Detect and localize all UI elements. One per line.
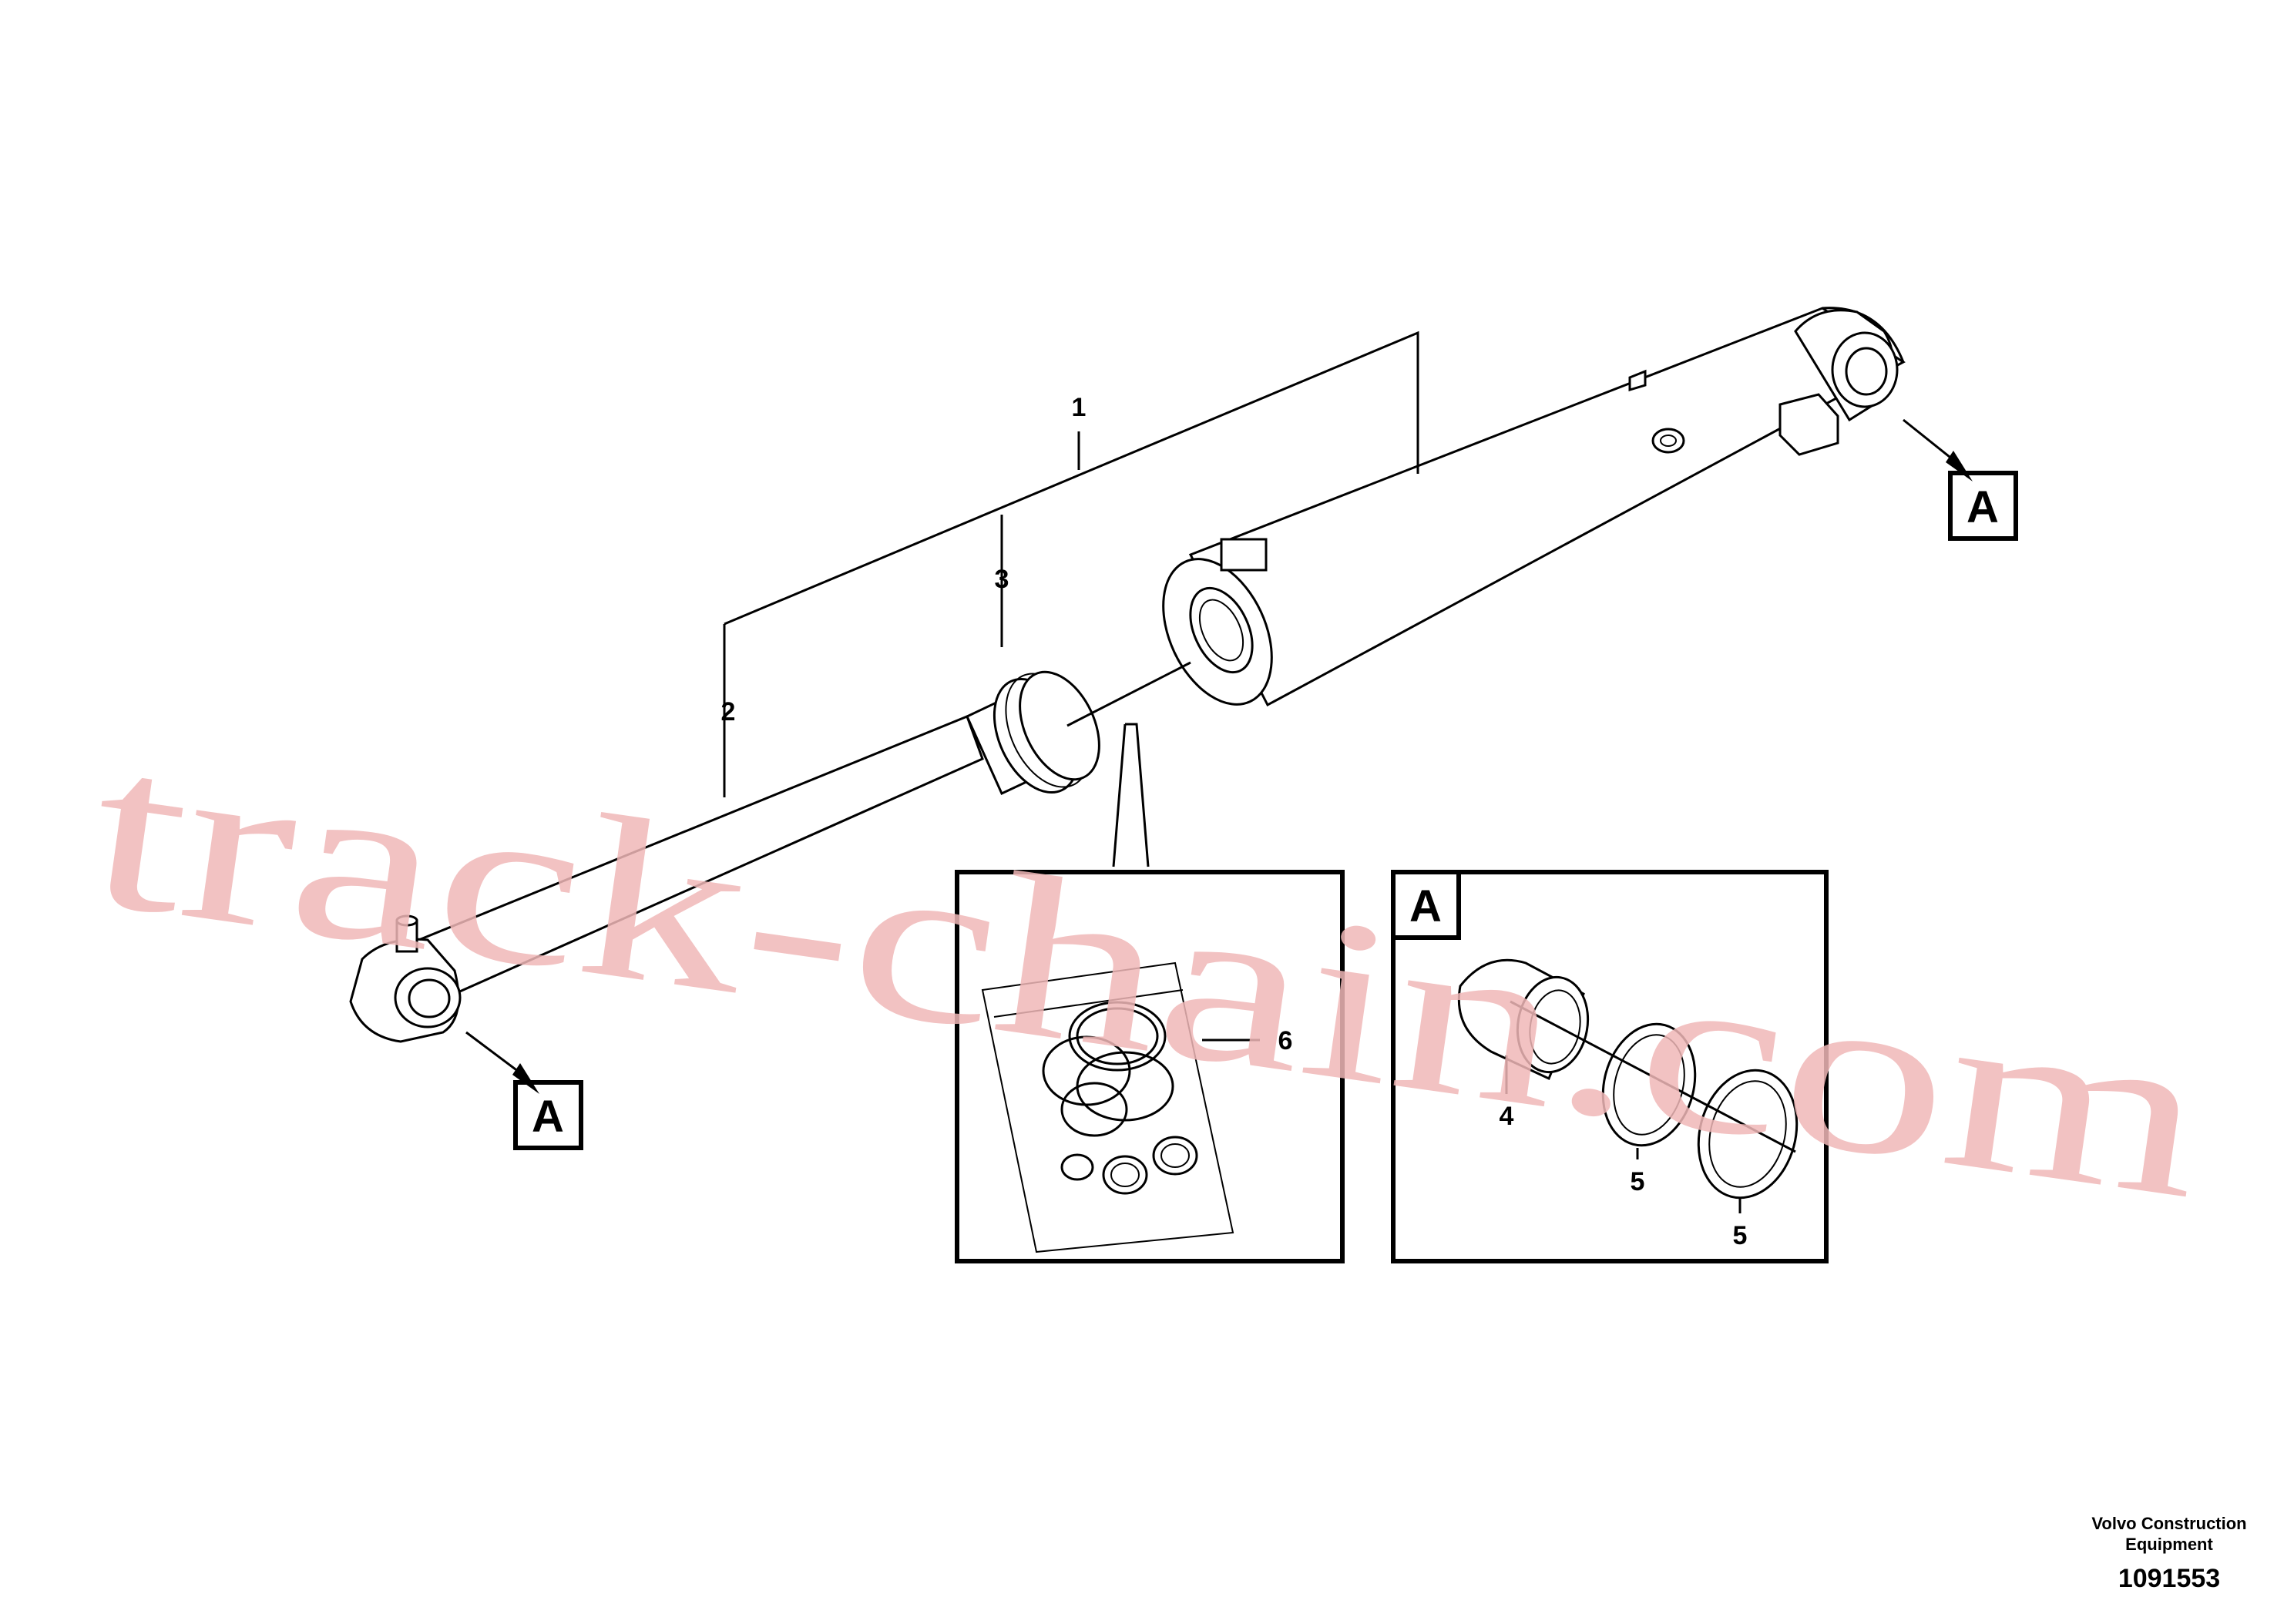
view-ref-detail-box: A xyxy=(1409,881,1442,931)
view-a-detail xyxy=(1391,870,1829,1263)
callout-5b: 5 xyxy=(1733,1221,1748,1250)
company-name-line2: Equipment xyxy=(2125,1535,2213,1554)
callout-6: 6 xyxy=(1278,1026,1293,1055)
company-name-line1: Volvo Construction xyxy=(2091,1514,2246,1533)
callout-1: 1 xyxy=(1072,393,1087,422)
piston-rod xyxy=(349,715,984,1043)
view-ref-box-rod xyxy=(513,1080,583,1150)
callout-3: 3 xyxy=(995,565,1009,594)
cylinder-barrel xyxy=(1162,307,1906,707)
piston xyxy=(966,661,1191,796)
callout-2: 2 xyxy=(721,697,736,726)
seal-kit-detail xyxy=(955,870,1345,1263)
drawing-number: 1091553 xyxy=(2118,1564,2220,1593)
view-ref-barrel-end: A xyxy=(1967,482,1999,532)
callout-4: 4 xyxy=(1500,1102,1514,1131)
view-ref-box-barrel xyxy=(1948,471,2018,541)
callout-5a: 5 xyxy=(1631,1167,1645,1196)
view-ref-rod-end: A xyxy=(532,1092,564,1142)
watermark: track-chain.com xyxy=(78,698,2219,1247)
